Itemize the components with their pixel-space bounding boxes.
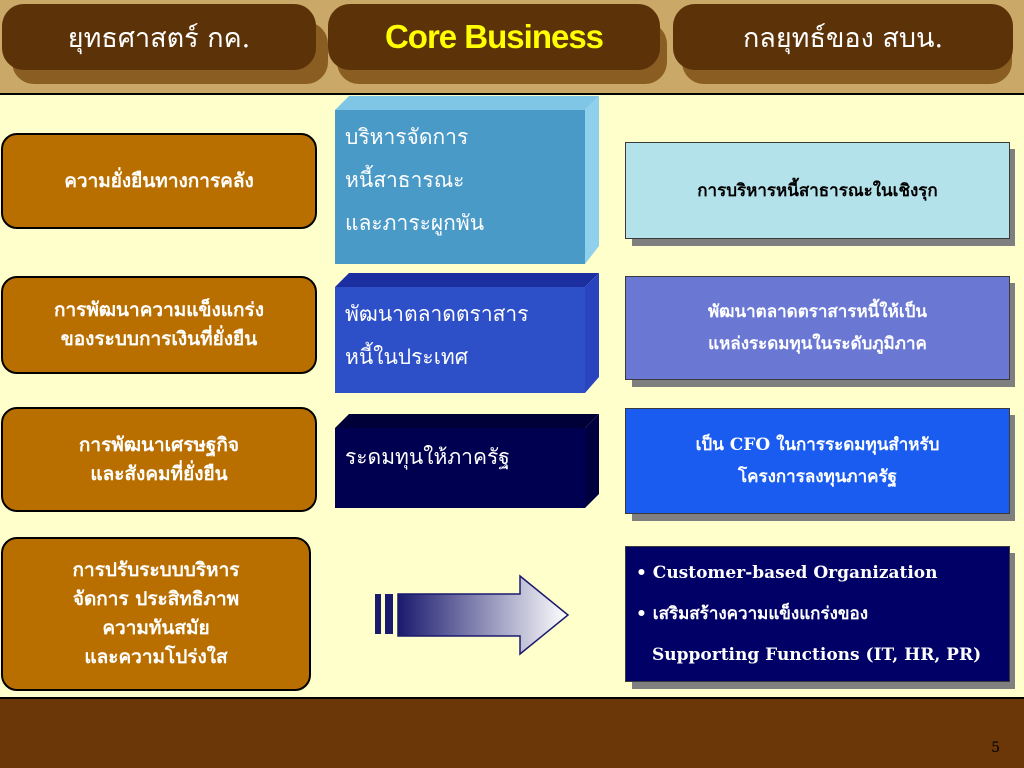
goal-box-economic-social: การพัฒนาเศรษฐกิจ และสังคมที่ยั่งยืน (1, 407, 317, 512)
goal-text-line: ความทันสมัย (102, 617, 210, 639)
core-text-line: หนี้สาธารณะ (345, 168, 465, 192)
core-text-line: หนี้ในประเทศ (345, 345, 469, 369)
strategy-text-line: แหล่งระดมทุนในระดับภูมิภาค (708, 334, 927, 354)
page-number: 5 (991, 740, 1000, 756)
strategy-box-regional-funding: พัฒนาตลาดตราสารหนี้ให้เป็น แหล่งระดมทุนใ… (625, 276, 1010, 380)
goal-text-line: ความยั่งยืนทางการคลัง (64, 169, 254, 192)
goal-box-management-reform: การปรับระบบบริหาร จัดการ ประสิทธิภาพ ควา… (1, 537, 311, 691)
core-text-line: ระดมทุนให้ภาครัฐ (345, 445, 510, 469)
core-block-shape (335, 96, 599, 264)
strategy-text-line: • Customer-based Organization (636, 562, 938, 583)
header-title-core-business: Core Business (328, 4, 660, 70)
strategy-box-customer-based: • Customer-based Organization • เสริมสร้… (625, 546, 1010, 682)
strategy-text-line: พัฒนาตลาดตราสารหนี้ให้เป็น (707, 302, 928, 322)
goal-box-financial-system: การพัฒนาความแข็งแกร่ง ของระบบการเงินที่ย… (1, 276, 317, 374)
header-title-strategy-mof: ยุทธศาสตร์ กค. (2, 4, 316, 70)
goal-text-line: การปรับระบบบริหาร (72, 559, 240, 581)
core-block-debt-management: บริหารจัดการ หนี้สาธารณะ และภาระผูกพัน (335, 96, 600, 264)
header-title-pdmo-strategy: กลยุทธ์ของ สบน. (673, 4, 1013, 70)
goal-box-fiscal-sustainability: ความยั่งยืนทางการคลัง (1, 133, 317, 229)
strategy-text-line: เป็น CFO ในการระดมทุนสำหรับ (695, 435, 940, 455)
strategy-box-cfo: เป็น CFO ในการระดมทุนสำหรับ โครงการลงทุน… (625, 408, 1010, 514)
footer-band (0, 697, 1024, 768)
strategy-text-line: • เสริมสร้างความแข็งแกร่งของ (636, 603, 869, 624)
arrow-right-icon (375, 574, 570, 656)
core-block-public-fundraising: ระดมทุนให้ภาครัฐ (335, 414, 600, 508)
strategy-box-proactive-debt: การบริหารหนี้สาธารณะในเชิงรุก (625, 142, 1010, 239)
goal-text-line: และสังคมที่ยั่งยืน (90, 462, 228, 485)
core-block-text: ระดมทุนให้ภาครัฐ (345, 436, 510, 479)
goal-text-line: ของระบบการเงินที่ยั่งยืน (60, 328, 258, 350)
core-block-domestic-bond-market: พัฒนาตลาดตราสาร หนี้ในประเทศ (335, 273, 600, 393)
core-text-line: บริหารจัดการ (345, 125, 469, 149)
core-block-text: บริหารจัดการ หนี้สาธารณะ และภาระผูกพัน (345, 116, 484, 245)
core-block-shape (335, 273, 599, 393)
strategy-text-line: โครงการลงทุนภาครัฐ (737, 467, 898, 487)
strategy-text-line: Supporting Functions (IT, HR, PR) (652, 644, 982, 665)
goal-text-line: การพัฒนาเศรษฐกิจ (78, 433, 240, 456)
strategy-text-line: การบริหารหนี้สาธารณะในเชิงรุก (697, 180, 938, 201)
core-text-line: พัฒนาตลาดตราสาร (345, 302, 529, 326)
core-block-shape (335, 414, 599, 508)
goal-text-line: และความโปร่งใส (84, 646, 228, 668)
core-text-line: และภาระผูกพัน (345, 211, 485, 235)
core-block-text: พัฒนาตลาดตราสาร หนี้ในประเทศ (345, 293, 529, 379)
goal-text-line: จัดการ ประสิทธิภาพ (72, 588, 240, 610)
goal-text-line: การพัฒนาความแข็งแกร่ง (53, 299, 265, 321)
